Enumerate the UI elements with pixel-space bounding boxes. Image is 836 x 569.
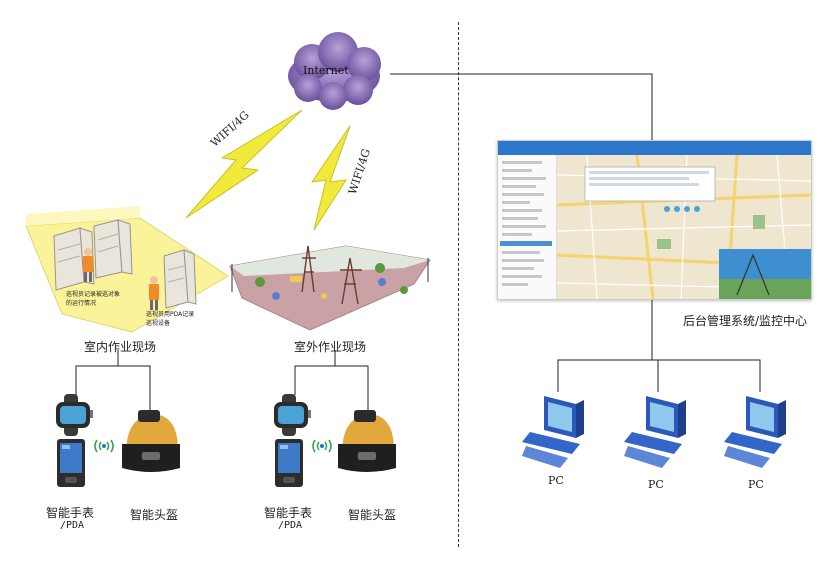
outdoor-branches [294, 365, 369, 410]
lightning-bolt-icon-right [310, 125, 351, 231]
pc-bus [557, 359, 761, 392]
internet-label: Internet [303, 64, 349, 77]
lightning-bolt-icon-left [185, 109, 303, 219]
pda-icon-right [275, 439, 303, 487]
indoor-branches [75, 365, 151, 410]
left-helmet-label: 智能头盔 [130, 508, 179, 522]
pc-icon-1 [522, 396, 584, 468]
wireless-signal-icon-right [312, 439, 332, 453]
internet-backend-line [390, 73, 653, 140]
wireless-signal-icon-left [94, 439, 114, 453]
app-sidebar [498, 155, 557, 299]
app-map-view [557, 155, 811, 299]
pc-icon-2 [624, 396, 686, 468]
right-watch-sublabel: /PDA [278, 520, 303, 531]
smartwatch-icon-left [56, 394, 93, 436]
smart-helmet-icon-left [122, 410, 180, 472]
pc-label-1: PC [548, 474, 564, 487]
pda-icon-left [57, 439, 85, 487]
backend-label: 后台管理系统/监控中心 [683, 314, 808, 328]
indoor-note-2: 巡视员用PDA记录巡视设备 [146, 311, 195, 327]
smart-helmet-icon-right [338, 410, 396, 472]
indoor-note-1: 巡视员记录被巡对象的运行情况 [66, 291, 121, 307]
smartwatch-icon-right [274, 394, 311, 436]
outdoor-scene-illustration [229, 245, 431, 331]
right-watch-label: 智能手表 [264, 506, 313, 520]
internet-cloud-icon [288, 32, 381, 110]
pc-icon-3 [724, 396, 786, 468]
left-watch-sublabel: /PDA [60, 520, 85, 531]
indoor-scene-illustration [25, 206, 229, 333]
left-watch-label: 智能手表 [46, 506, 95, 520]
pc-label-3: PC [748, 478, 764, 491]
app-top-bar [498, 141, 811, 155]
indoor-site-label: 室内作业现场 [84, 340, 157, 354]
pc-label-2: PC [648, 478, 664, 491]
center-divider [458, 22, 459, 547]
backend-app-screenshot [497, 140, 812, 300]
right-helmet-label: 智能头盔 [348, 508, 397, 522]
outdoor-site-label: 室外作业现场 [294, 340, 367, 354]
